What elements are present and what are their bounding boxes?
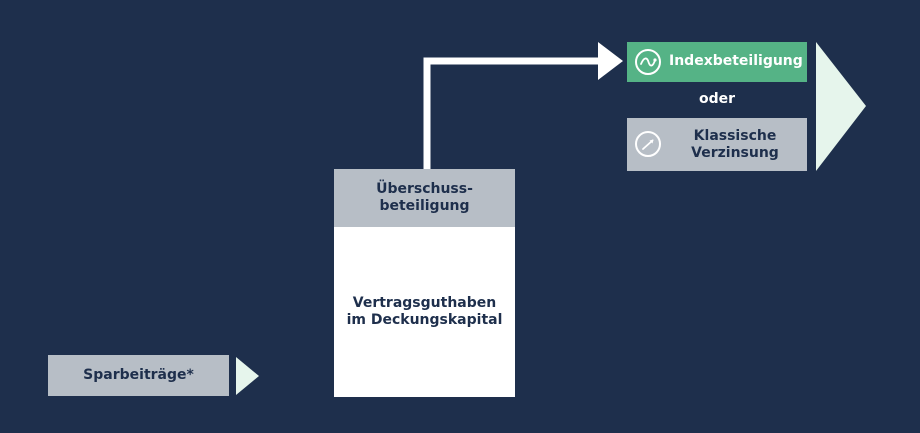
index-arrowhead <box>598 42 623 80</box>
index-option-label: Indexbeteiligung <box>669 53 803 69</box>
surplus-label: Überschuss- beteiligung <box>376 181 473 214</box>
sparbeitraege-arrow <box>236 357 259 395</box>
classic-option-box: Klassische Verzinsung <box>627 118 807 171</box>
surplus-to-index-connector <box>423 57 600 169</box>
classic-option-label: Klassische Verzinsung <box>691 128 779 161</box>
gauge-icon <box>635 131 661 157</box>
surplus-box: Überschuss- beteiligung <box>334 169 515 227</box>
contract-balance-box: Vertragsguthaben im Deckungskapital <box>334 227 515 397</box>
sparbeitraege-box: Sparbeiträge* <box>48 355 229 396</box>
trend-line-icon <box>635 49 661 75</box>
index-option-box: Indexbeteiligung <box>627 42 807 82</box>
or-label: oder <box>698 91 736 107</box>
contract-balance-label: Vertragsguthaben im Deckungskapital <box>346 295 503 328</box>
sparbeitraege-label: Sparbeiträge* <box>83 367 194 383</box>
options-chevron-arrow <box>816 42 866 171</box>
